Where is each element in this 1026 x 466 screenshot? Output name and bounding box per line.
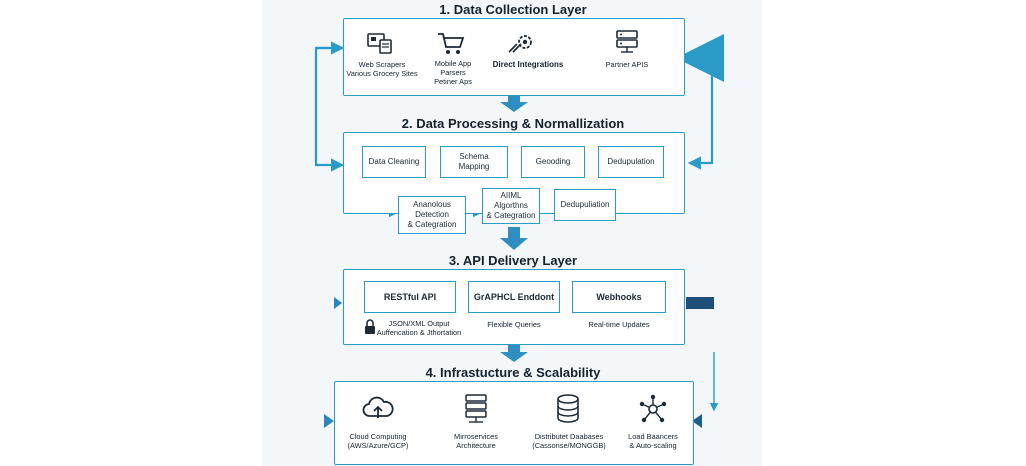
layer1-title: 1. Data Collection Layer (439, 2, 587, 17)
cloud-computing-label: Cloud Computing (AWS/Azure/GCP) (347, 432, 409, 450)
data-cleaning-node: Data Cleaning (362, 146, 426, 178)
database-icon (557, 394, 579, 423)
anomalous-detection-node: Ananolous Detection & Categration (398, 196, 466, 234)
layer2-title: 2. Data Processing & Normallization (401, 116, 625, 131)
cloud-upload-icon (362, 396, 394, 418)
distributed-databases-label: Distributet Daabases (Cassonse/MONGGB) (532, 432, 606, 450)
deduplication-node: Dedupulation (598, 146, 664, 178)
infra-layer-box (334, 381, 694, 465)
graphql-description: Flexible Queries (487, 320, 541, 329)
geocoding-node: Geooding (521, 146, 585, 178)
webhooks-node: Webhooks (572, 281, 666, 313)
restful-api-description: JSON/XML Output Auffencation & Jthortati… (376, 319, 462, 337)
ai-ml-algorithms-node: AIIML Algorthns & Categration (482, 188, 540, 224)
layer4-title: 4. Infrastucture & Scalability (425, 365, 601, 380)
restful-api-node: RESTful API (364, 281, 456, 313)
microservices-label: Mirroservices Architecture (454, 432, 498, 450)
shopping-cart-icon (438, 33, 465, 54)
load-balancers-label: Load Baancers & Auto-scaling (628, 432, 678, 450)
web-scrapers-label: Web Scrapers Various Grocery Sites (346, 60, 418, 78)
integration-gear-icon (508, 35, 532, 53)
layer3-title: 3. API Delivery Layer (448, 253, 578, 268)
server-rack-icon (465, 394, 487, 423)
webhooks-description: Real-time Updates (588, 320, 650, 329)
collection-layer-box (343, 18, 685, 96)
graphql-endpoint-node: GrAPHCL Enddont (468, 281, 560, 313)
mobile-app-label: Mobile App Parsers Petiner Aps (434, 59, 472, 86)
web-scraper-icon (367, 33, 392, 54)
partner-apis-label: Partner APIS (605, 60, 649, 69)
network-hub-icon (639, 394, 667, 423)
lock-icon (365, 319, 375, 334)
direct-integrations-label: Direct Integrations (492, 60, 564, 69)
schema-mapping-node: Schema Mapping (440, 146, 508, 178)
deduplication-2-node: Dedupuliation (554, 189, 616, 221)
server-icon (616, 30, 638, 53)
